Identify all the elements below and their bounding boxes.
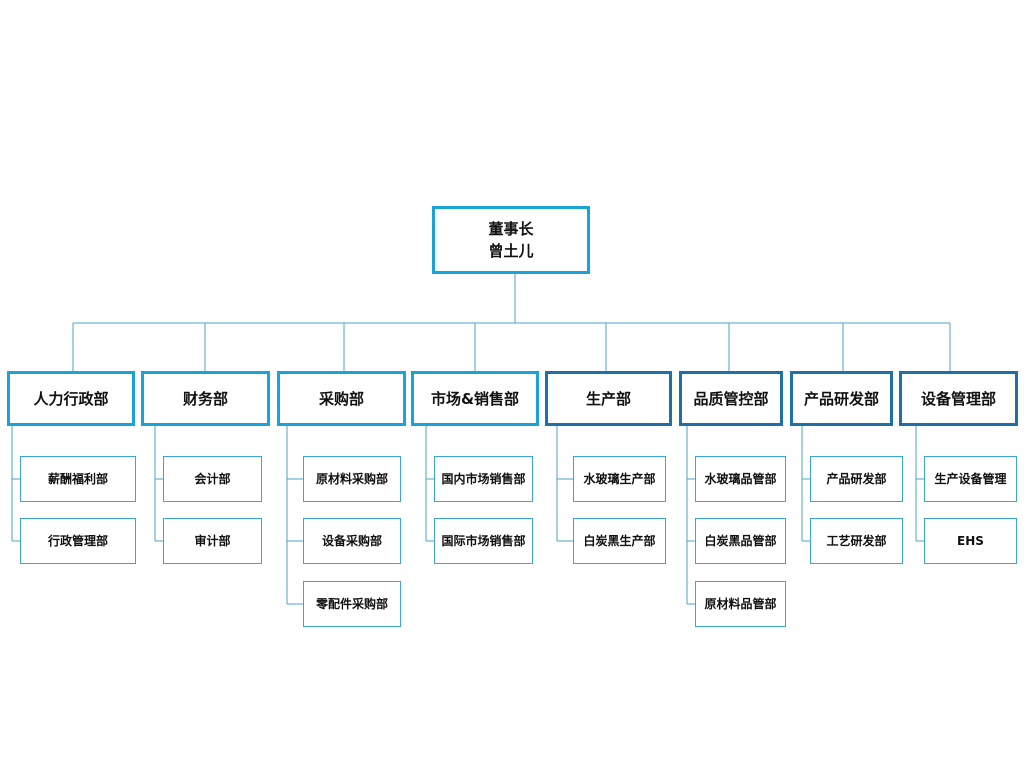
sub-dept-box: 国际市场销售部 <box>434 518 533 564</box>
dept-production: 生产部 <box>545 371 672 426</box>
sub-dept-box: 水玻璃生产部 <box>573 456 666 502</box>
sub-dept-box: 会计部 <box>163 456 262 502</box>
chairman-title: 董事长 <box>488 220 534 238</box>
sub-dept-box: 审计部 <box>163 518 262 564</box>
sub-dept-box: 白炭黑品管部 <box>695 518 786 564</box>
dept-hr-admin: 人力行政部 <box>7 371 135 426</box>
sub-dept-box: 生产设备管理 <box>924 456 1017 502</box>
chairman-box: 董事长 曾土儿 <box>432 206 590 274</box>
sub-dept-box: 国内市场销售部 <box>434 456 533 502</box>
dept-quality-control: 品质管控部 <box>679 371 783 426</box>
sub-dept-box: 白炭黑生产部 <box>573 518 666 564</box>
sub-dept-box: 零配件采购部 <box>303 581 401 627</box>
sub-dept-box: 薪酬福利部 <box>20 456 136 502</box>
dept-finance: 财务部 <box>141 371 270 426</box>
dept-rnd: 产品研发部 <box>790 371 893 426</box>
dept-purchasing: 采购部 <box>277 371 406 426</box>
sub-dept-box: 原材料采购部 <box>303 456 401 502</box>
sub-dept-box: 水玻璃品管部 <box>695 456 786 502</box>
sub-dept-box: 工艺研发部 <box>810 518 903 564</box>
sub-dept-box: 原材料品管部 <box>695 581 786 627</box>
sub-dept-box: 产品研发部 <box>810 456 903 502</box>
dept-marketing-sales: 市场&销售部 <box>411 371 539 426</box>
chairman-name: 曾土儿 <box>488 242 534 260</box>
sub-dept-box: 行政管理部 <box>20 518 136 564</box>
dept-equipment: 设备管理部 <box>899 371 1018 426</box>
sub-dept-box: EHS <box>924 518 1017 564</box>
sub-dept-box: 设备采购部 <box>303 518 401 564</box>
